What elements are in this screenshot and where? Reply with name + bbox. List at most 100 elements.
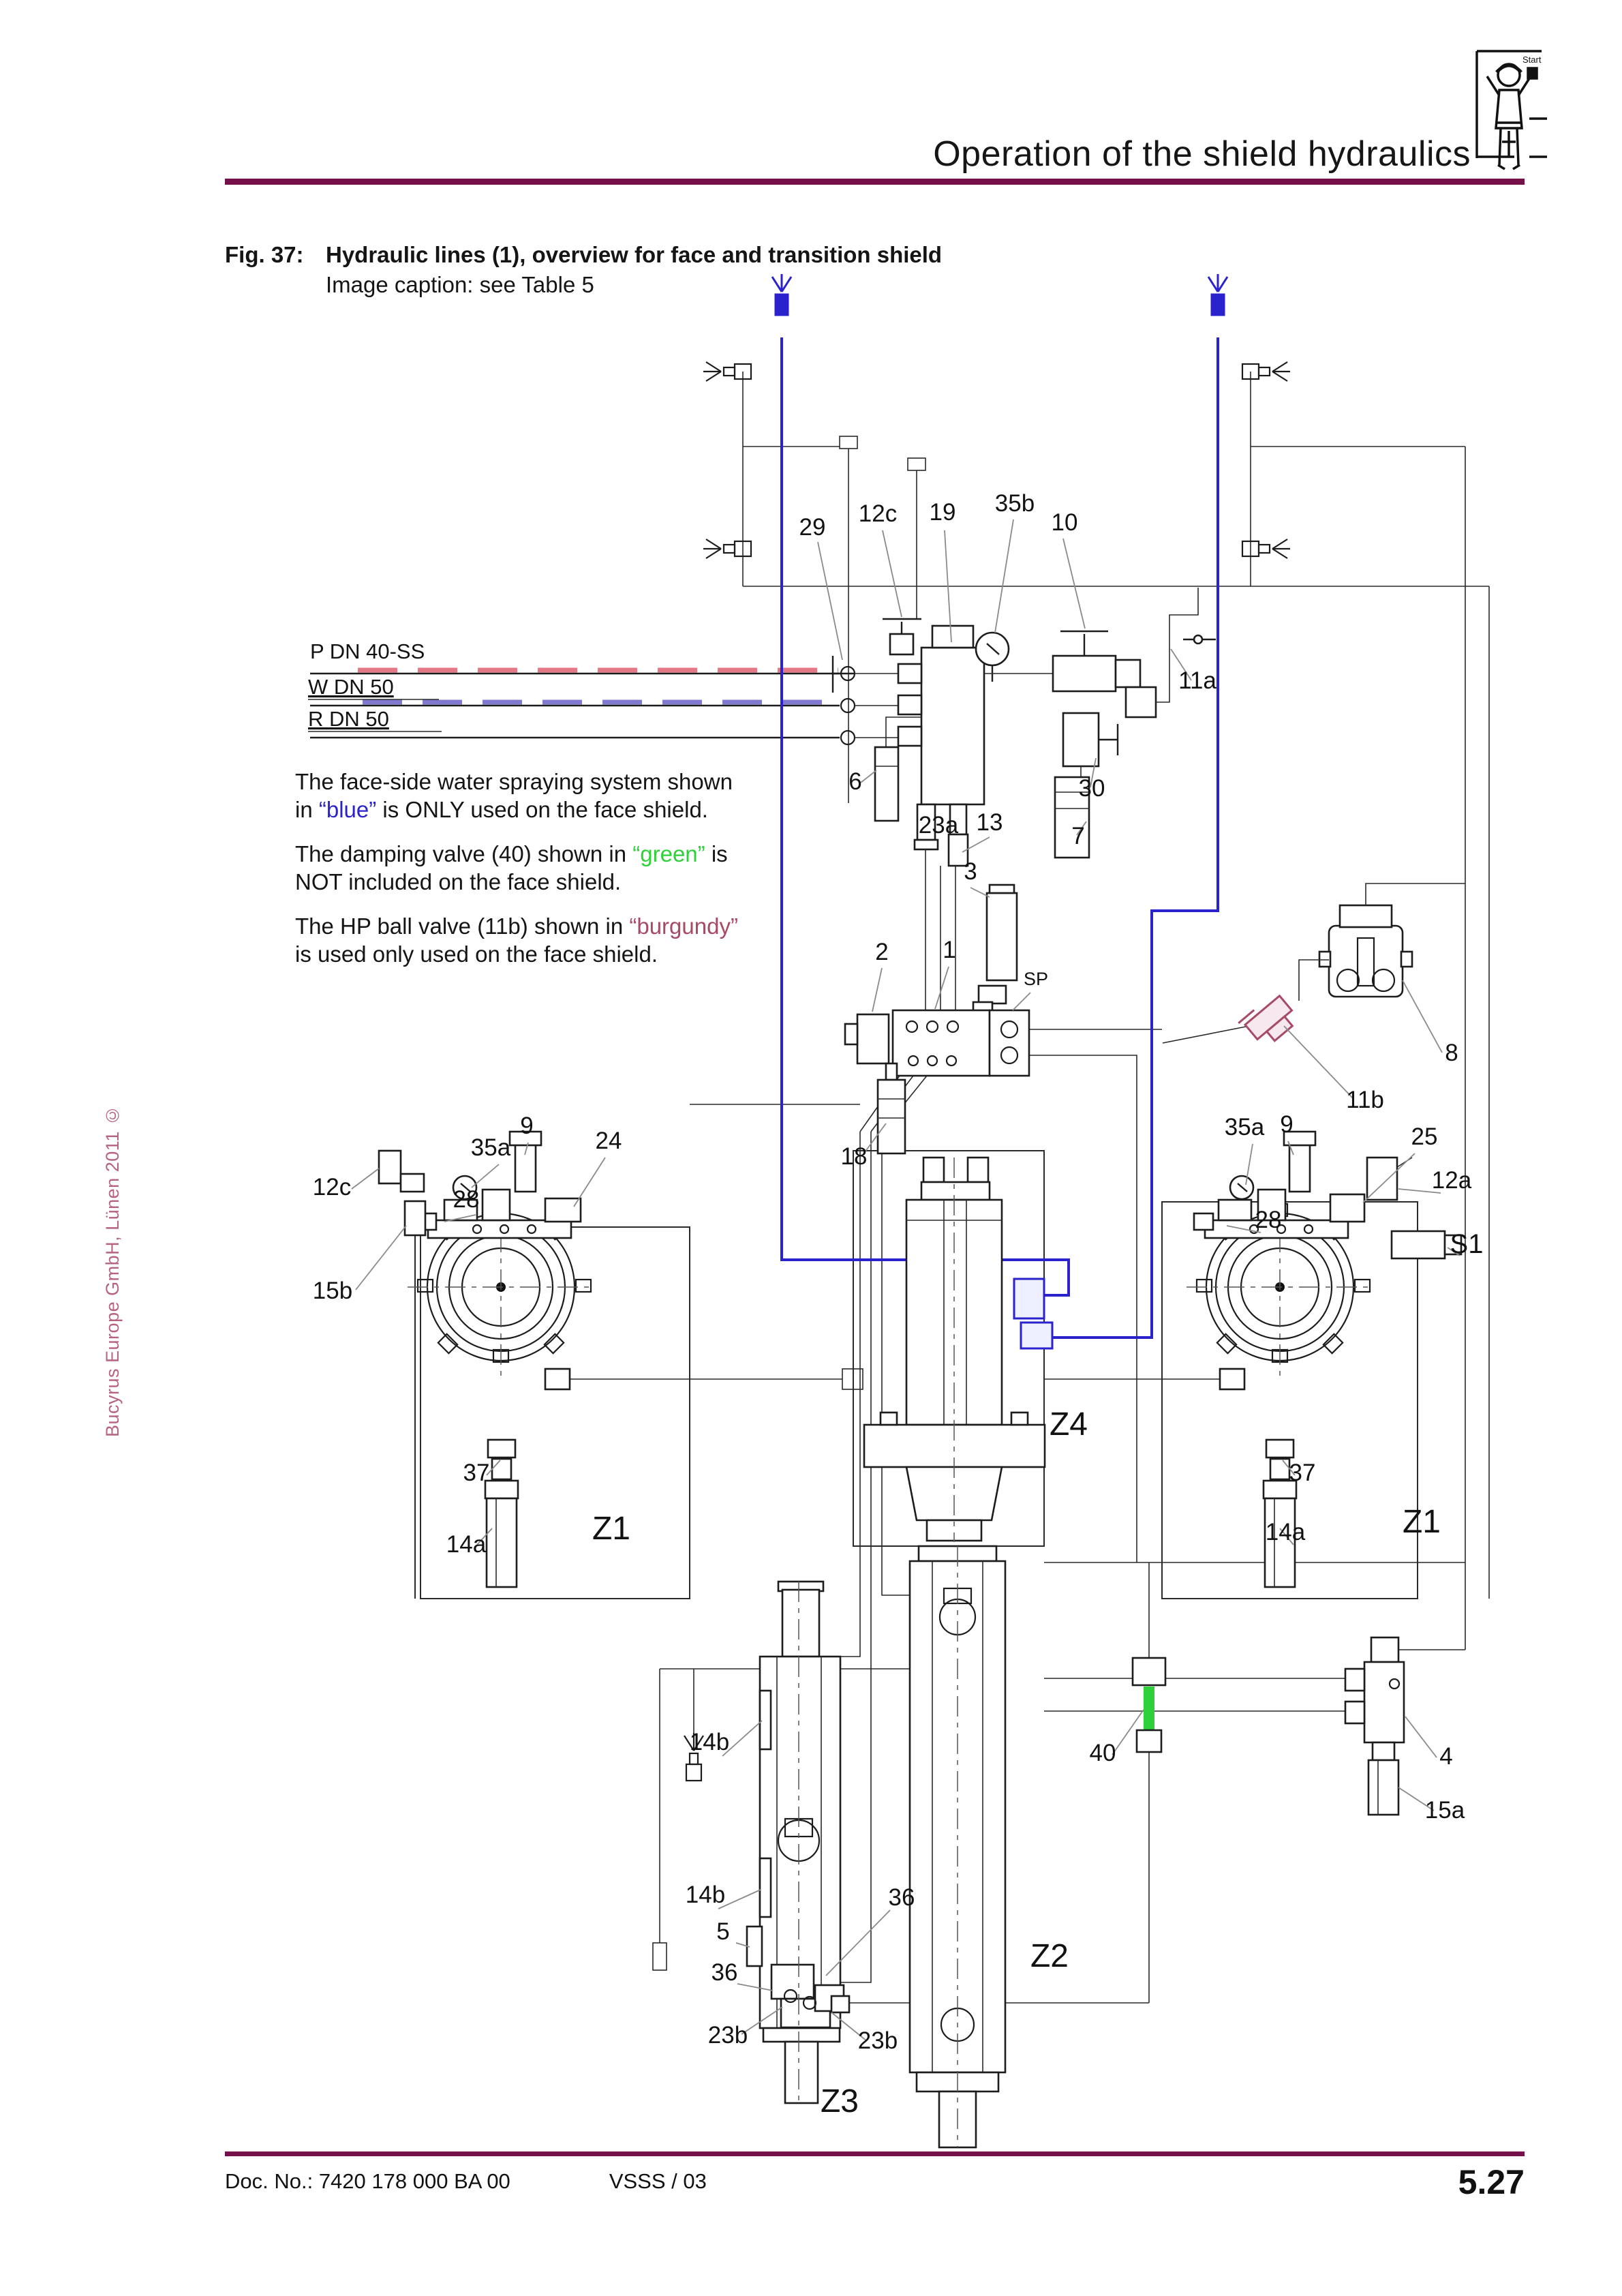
doc-revision: VSSS / 03: [609, 2169, 707, 2193]
diagram-label: 4: [1439, 1743, 1452, 1770]
diagram-label: 40: [1090, 1740, 1116, 1766]
diagram-label: 12c: [313, 1174, 351, 1200]
cylinder-z2: [908, 1545, 1007, 2149]
damping-valve-40: [1131, 1657, 1167, 1753]
rod-bottom: [784, 2040, 819, 2104]
figure-number: Fig. 37:: [225, 242, 304, 267]
accumulator-3: [972, 883, 1018, 1018]
spray-nozzle-icon: [771, 274, 793, 316]
diagram-label: Z1: [592, 1511, 630, 1547]
filter-18: [876, 1062, 906, 1155]
filter-7: [1054, 776, 1090, 859]
hp-valve-11a: [1156, 588, 1216, 703]
diagram-label: Z3: [821, 2083, 859, 2119]
diagram-label: 35a: [1225, 1114, 1265, 1141]
leg-cylinder-z1-right: [1187, 1130, 1463, 1588]
spray-nozzle-icon: [703, 539, 752, 559]
diagram-label: SP: [1024, 969, 1048, 989]
port-23a: [916, 803, 936, 841]
pad-14b: [759, 1857, 772, 1918]
diagram-label: 1: [943, 937, 955, 963]
diagram-label: 11b: [1346, 1087, 1384, 1113]
return-filter-8: [1298, 883, 1465, 1001]
port-28: [1193, 1212, 1214, 1231]
figure-subtitle: Image caption: see Table 5: [326, 272, 594, 297]
fitting-15b: [403, 1200, 427, 1237]
valve-stack: [416, 1130, 582, 1239]
diagram-label: 14b: [686, 1882, 725, 1908]
cylinder-z4: [863, 1156, 1046, 1542]
diagram-label: 30: [1079, 775, 1105, 802]
diagram-label: 28: [453, 1186, 480, 1213]
diagram-label: 14b: [690, 1729, 729, 1755]
diagram-label: Z2: [1030, 1938, 1069, 1974]
diagram-label: Z4: [1050, 1406, 1088, 1442]
diagram-label: 13: [977, 809, 1003, 836]
spray-nozzle-icon: [684, 1733, 704, 1782]
diagram-label: 35b: [995, 490, 1035, 517]
diagram-label: 29: [799, 514, 826, 541]
hose-15a: [1367, 1759, 1400, 1816]
shutoff-valve-12c: [889, 633, 915, 656]
diagram-label: 23b: [708, 2022, 748, 2049]
diagram-label: 2: [875, 939, 888, 965]
drain-37-14a: [484, 1438, 519, 1588]
diagram-label: 23a: [919, 812, 959, 839]
diagram-label: 35a: [471, 1134, 511, 1161]
operator-pictogram-icon: Start: [1475, 50, 1547, 170]
hp-ball-valve-11b: [1238, 994, 1294, 1042]
diagram-label: Z1: [1403, 1504, 1441, 1540]
diagram-label: 10: [1052, 509, 1078, 536]
figure-title: Hydraulic lines (1), overview for face a…: [326, 242, 943, 267]
diagram-label: 6: [848, 768, 861, 795]
fitting-6: [874, 716, 921, 822]
ball-valve-10: [984, 630, 1117, 693]
leg-cylinder-z1-left: [378, 1130, 594, 1588]
label-leaders: [351, 519, 1460, 2042]
diagram-label: 36: [711, 1959, 738, 1986]
color-keyword: “blue”: [318, 797, 377, 822]
main-valve-manifold: [831, 588, 1216, 1010]
diagram-label: 9: [520, 1113, 533, 1139]
note-paragraph: The HP ball valve (11b) shown in “bur­gu…: [295, 913, 738, 967]
diagram-label: 24: [596, 1128, 622, 1154]
hose-14a: [1264, 1497, 1296, 1588]
note-paragraph: The damping valve (40) shown in “green” …: [295, 841, 728, 894]
operator-pictogram: Start: [1471, 48, 1548, 177]
footer: Doc. No.: 7420 178 000 BA 00 VSSS / 03: [225, 2169, 707, 2194]
spray-nozzle-icon: [1241, 361, 1290, 382]
page-number: 5.27: [1458, 2163, 1525, 2201]
pad-14b: [759, 1689, 772, 1751]
cylinder-s1: [1390, 1230, 1446, 1260]
diagram-label: 12a: [1432, 1167, 1472, 1194]
diagram-label: 9: [1280, 1111, 1293, 1138]
diagram-label: 5: [716, 1918, 729, 1945]
diagram-label: S1: [1450, 1229, 1484, 1259]
diagram-label: 19: [930, 499, 956, 526]
control-valve-block: [844, 883, 1030, 1155]
figure-caption: Fig. 37: Hydraulic lines (1), overview f…: [225, 240, 942, 300]
header-rule: [225, 179, 1525, 185]
diagram-label: P DN 40-SS: [310, 639, 425, 663]
diagram-label: W DN 50: [308, 675, 394, 699]
logo-start-text: Start: [1522, 55, 1542, 65]
drain-37-14a: [1262, 1438, 1298, 1588]
page-title: Operation of the shield hydraulics: [933, 134, 1471, 174]
sensor-12a: [1366, 1156, 1398, 1201]
block-25: [1329, 1193, 1366, 1223]
diagram-label: 14a: [1266, 1519, 1306, 1545]
diagram-label: 28: [1255, 1207, 1282, 1233]
hose-fitting-12c: [378, 1149, 427, 1237]
color-legend-notes: The face-side water spraying system show…: [295, 768, 745, 984]
handwheel-valve-29: [831, 656, 855, 693]
block-24: [544, 1197, 582, 1223]
diagram-label: 7: [1071, 823, 1084, 849]
valve-30: [1062, 712, 1119, 777]
spray-valve: [1013, 1278, 1045, 1320]
diagram-label: 11a: [1178, 667, 1216, 694]
diagram-label: 37: [463, 1460, 490, 1486]
note-paragraph: The face-side water spraying system show…: [295, 769, 733, 822]
diagram-label: R DN 50: [308, 707, 389, 731]
hose-routing-lines: [570, 372, 1490, 2004]
